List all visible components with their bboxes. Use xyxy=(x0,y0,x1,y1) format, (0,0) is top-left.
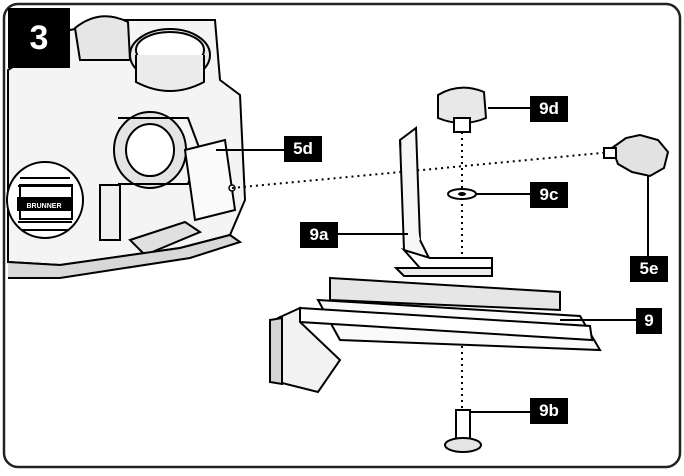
brand-plate xyxy=(17,197,71,211)
star-knob-5e xyxy=(603,133,670,178)
callout-5d: 5d xyxy=(284,136,322,162)
knob-9d xyxy=(437,86,488,133)
callout-9: 9 xyxy=(636,308,662,334)
leader-lines xyxy=(216,107,649,413)
callout-5e: 5e xyxy=(630,256,668,282)
brand-text: BRUNNER xyxy=(27,203,62,210)
planer-body xyxy=(6,15,247,279)
bracket-9a xyxy=(393,126,493,277)
callout-9a: 9a xyxy=(300,222,338,248)
callout-9c: 9c xyxy=(530,182,568,208)
fence-9 xyxy=(268,276,602,394)
bolt-9b xyxy=(444,409,482,453)
callout-9d: 9d xyxy=(530,96,568,122)
callout-9b: 9b xyxy=(530,398,568,424)
alignment-lines xyxy=(231,132,613,408)
figure-number: 3 xyxy=(8,8,70,68)
vent-grille xyxy=(18,177,72,231)
